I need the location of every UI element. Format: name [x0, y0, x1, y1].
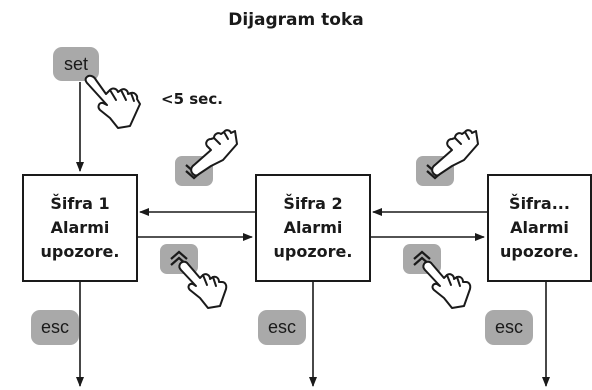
- hold-duration-note: <5 sec.: [161, 90, 223, 108]
- node-alarm-label: Alarmi: [510, 218, 569, 237]
- diagram-title: Dijagram toka: [228, 10, 364, 30]
- esc-button-label: esc: [267, 317, 296, 337]
- esc-button[interactable]: esc: [258, 310, 306, 345]
- esc-button[interactable]: esc: [485, 310, 533, 345]
- hand-pointer-icon: [84, 74, 141, 129]
- hand-pointer-icon: [178, 260, 228, 309]
- node-warning-label: upozore.: [40, 242, 120, 261]
- node-sifra-2: Šifra 2 Alarmi upozore.: [255, 174, 371, 282]
- set-button-label: set: [63, 53, 88, 74]
- hand-pointer-icon: [190, 129, 238, 177]
- esc-button[interactable]: esc: [31, 310, 79, 345]
- node-code-label: Šifra 1: [50, 194, 110, 213]
- node-alarm-label: Alarmi: [283, 218, 343, 237]
- esc-button-label: esc: [494, 317, 523, 337]
- esc-button-label: esc: [40, 317, 69, 337]
- hand-pointer-icon: [431, 129, 479, 177]
- node-sifra-n: Šifra... Alarmi upozore.: [487, 174, 592, 282]
- node-alarm-label: Alarmi: [50, 218, 110, 237]
- node-warning-label: upozore.: [273, 242, 353, 261]
- node-sifra-1: Šifra 1 Alarmi upozore.: [22, 174, 138, 282]
- node-code-label: Šifra...: [509, 194, 570, 213]
- node-warning-label: upozore.: [500, 242, 579, 261]
- hand-pointer-icon: [422, 260, 472, 309]
- node-code-label: Šifra 2: [283, 194, 343, 213]
